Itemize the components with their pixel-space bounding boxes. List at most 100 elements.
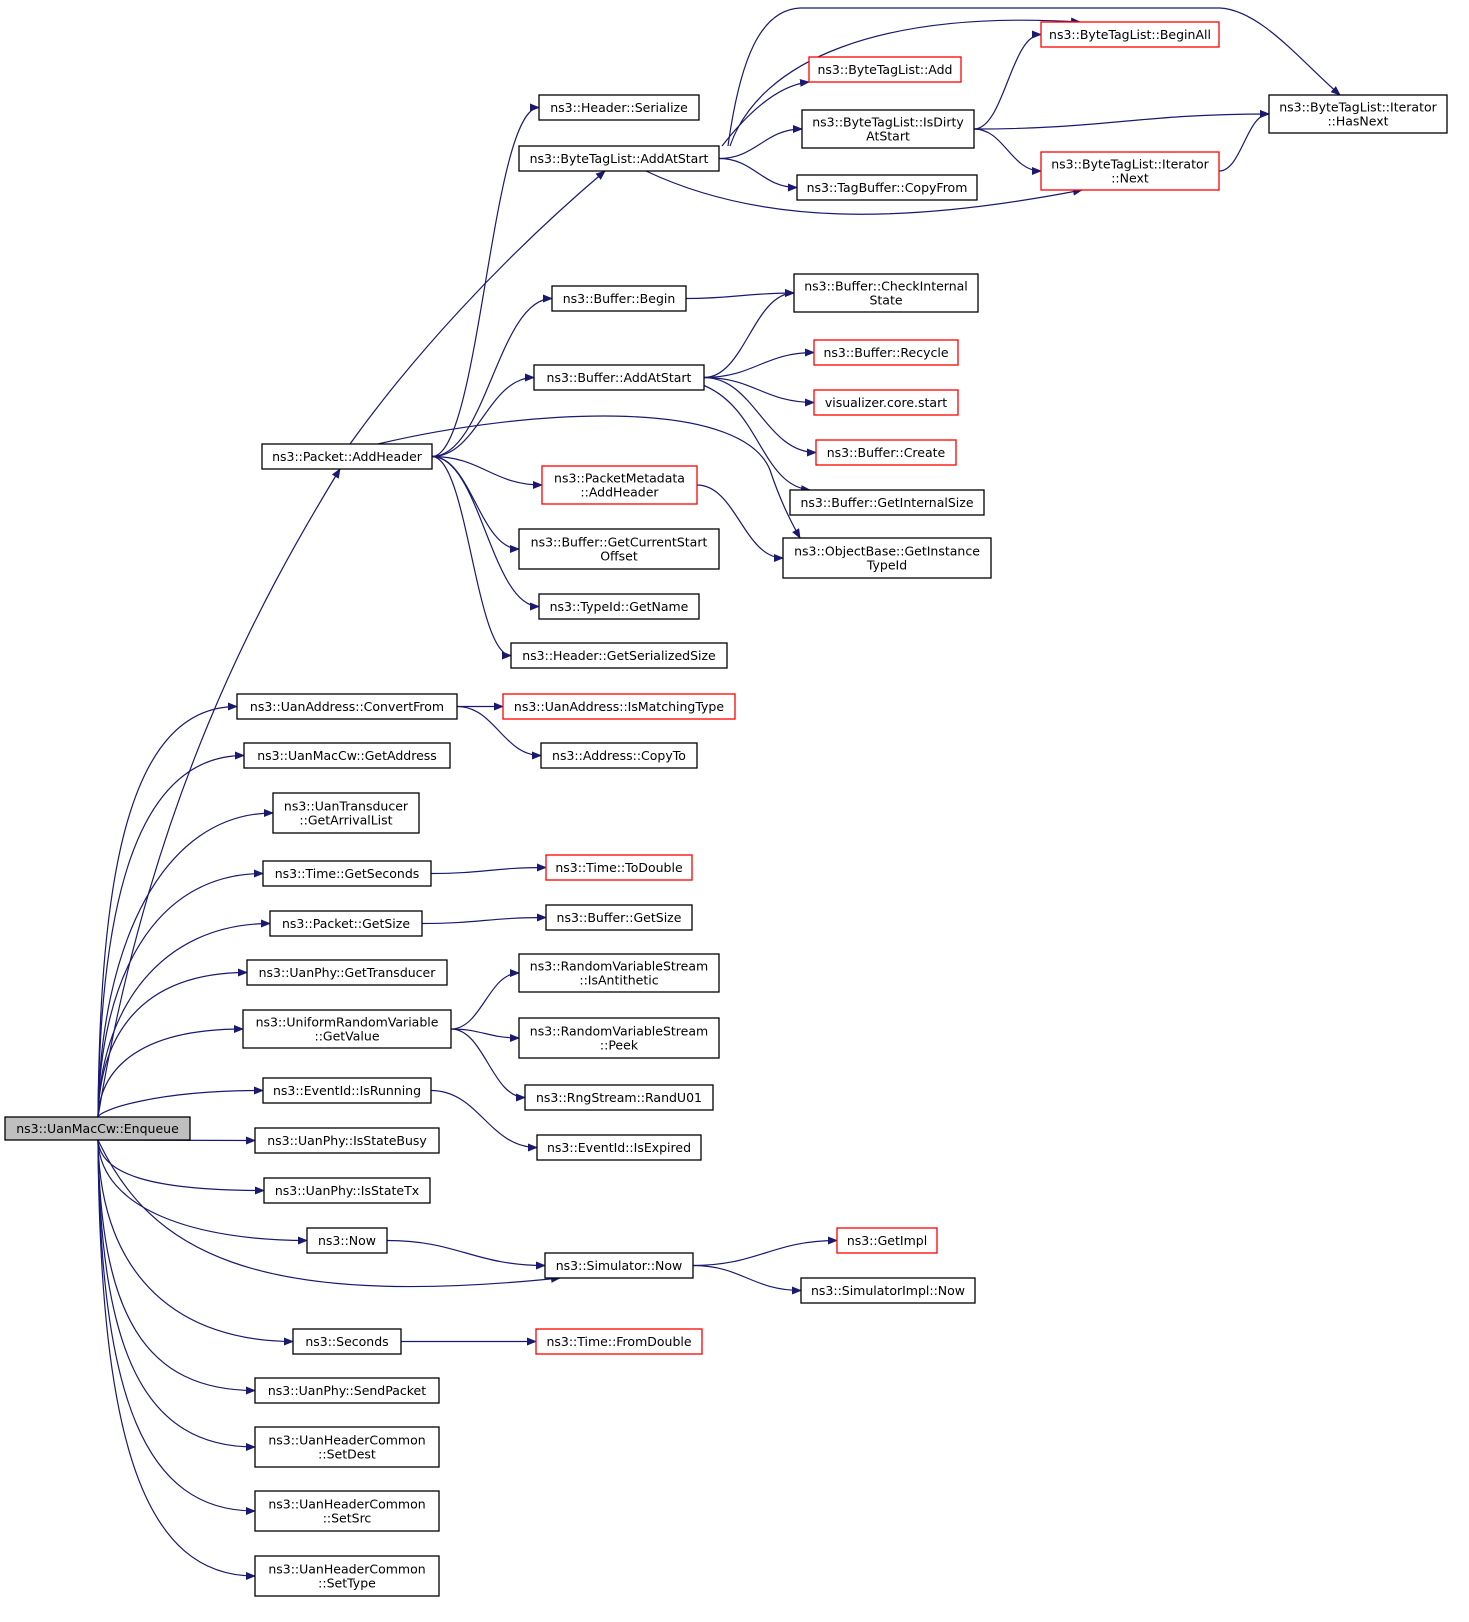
- node-label: ns3::Packet::GetSize: [282, 916, 410, 931]
- node-btlBeginAll[interactable]: ns3::ByteTagList::BeginAll: [1040, 21, 1220, 48]
- node-uanAddrConvertFrom[interactable]: ns3::UanAddress::ConvertFrom: [236, 693, 458, 720]
- node-eventIsExpired[interactable]: ns3::EventId::IsExpired: [536, 1134, 702, 1161]
- node-label: ns3::UanPhy::GetTransducer: [259, 965, 437, 980]
- node-headerGetSerializedSize[interactable]: ns3::Header::GetSerializedSize: [510, 642, 728, 669]
- node-btlAdd[interactable]: ns3::ByteTagList::Add: [808, 56, 962, 83]
- node-simImplNow[interactable]: ns3::SimulatorImpl::Now: [800, 1277, 976, 1304]
- node-timeGetSeconds[interactable]: ns3::Time::GetSeconds: [262, 860, 432, 887]
- edge-addHeader-to-headerGetSerializedSize: [431, 455, 512, 660]
- node-uanAddrIsMatchingType[interactable]: ns3::UanAddress::IsMatchingType: [502, 693, 736, 720]
- node-label: ::HasNext: [1327, 114, 1388, 129]
- edge-bufAddAtStart-to-bufRecycle: [703, 348, 815, 379]
- node-bufBegin[interactable]: ns3::Buffer::Begin: [551, 285, 687, 312]
- node-uniformGetValue[interactable]: ns3::UniformRandomVariable::GetValue: [242, 1009, 452, 1049]
- node-ns3Now[interactable]: ns3::Now: [306, 1227, 388, 1254]
- node-rngRandU01[interactable]: ns3::RngStream::RandU01: [524, 1084, 714, 1111]
- edge-bufAddAtStart-to-vizStart: [703, 376, 815, 407]
- node-box: [261, 443, 433, 470]
- node-box: [254, 1127, 440, 1154]
- node-label: AtStart: [866, 129, 910, 144]
- node-rvsPeek[interactable]: ns3::RandomVariableStream::Peek: [518, 1017, 720, 1059]
- node-box: [502, 693, 736, 720]
- node-bufCreate[interactable]: ns3::Buffer::Create: [815, 439, 957, 466]
- node-box: [518, 1017, 720, 1059]
- node-box: [551, 285, 687, 312]
- node-bufAddAtStart[interactable]: ns3::Buffer::AddAtStart: [533, 364, 705, 391]
- node-btlIterHasNext[interactable]: ns3::ByteTagList::Iterator::HasNext: [1268, 94, 1448, 134]
- node-box: [789, 489, 985, 516]
- edge-enqueue-to-uanPhySendPacket: [97, 1139, 256, 1395]
- edge-simNow-to-simImplNow: [692, 1264, 802, 1295]
- node-hdrSetType[interactable]: ns3::UanHeaderCommon::SetType: [254, 1555, 440, 1597]
- edge-btlIterNext-to-btlIterHasNext: [1218, 110, 1270, 172]
- node-uanPhySendPacket[interactable]: ns3::UanPhy::SendPacket: [254, 1377, 440, 1404]
- node-box: [262, 860, 432, 887]
- node-btlAddAtStart[interactable]: ns3::ByteTagList::AddAtStart: [518, 145, 720, 172]
- node-layer: ns3::UanMacCw::Enqueue ns3::Packet::AddHe…: [4, 21, 1448, 1597]
- node-addHeader[interactable]: ns3::Packet::AddHeader: [261, 443, 433, 470]
- edge-uniformGetValue-to-rvsPeek: [450, 1028, 520, 1042]
- node-pktMetaAddHeader[interactable]: ns3::PacketMetadata::AddHeader: [541, 465, 698, 505]
- node-label: ns3::Time::ToDouble: [555, 860, 683, 875]
- edge-enqueue-to-uanAddrConvertFrom: [97, 702, 238, 1118]
- edge-uniformGetValue-to-rvsIsAntithetic: [450, 969, 520, 1030]
- node-timeToDouble[interactable]: ns3::Time::ToDouble: [545, 854, 693, 881]
- edge-enqueue-to-uanTransGetArrivalList: [97, 809, 274, 1118]
- node-bufGetInternalSize[interactable]: ns3::Buffer::GetInternalSize: [789, 489, 985, 516]
- node-bufRecycle[interactable]: ns3::Buffer::Recycle: [813, 339, 959, 366]
- node-label: ns3::UanPhy::IsStateBusy: [267, 1133, 427, 1148]
- node-vizStart[interactable]: visualizer.core.start: [813, 389, 959, 416]
- node-typeIdGetName[interactable]: ns3::TypeId::GetName: [538, 593, 700, 620]
- node-label: ns3::RngStream::RandU01: [536, 1090, 702, 1105]
- node-timeFromDouble[interactable]: ns3::Time::FromDouble: [535, 1328, 703, 1355]
- node-label: ns3::ByteTagList::Iterator: [1051, 157, 1209, 172]
- edge-addHeader-to-bufBegin: [431, 294, 553, 458]
- node-getImpl[interactable]: ns3::GetImpl: [836, 1227, 938, 1254]
- node-label: TypeId: [866, 558, 907, 573]
- edge-enqueue-to-hdrSetDest: [97, 1139, 256, 1451]
- node-label: ::IsAntithetic: [579, 973, 658, 988]
- node-bufGetSize[interactable]: ns3::Buffer::GetSize: [545, 904, 693, 931]
- node-ns3Seconds[interactable]: ns3::Seconds: [292, 1328, 402, 1355]
- node-box: [1040, 21, 1220, 48]
- node-uanPhyGetTransducer[interactable]: ns3::UanPhy::GetTransducer: [246, 959, 448, 986]
- node-label: ns3::Header::Serialize: [550, 100, 688, 115]
- node-box: [801, 109, 975, 149]
- node-uanPhyIsStateTx[interactable]: ns3::UanPhy::IsStateTx: [263, 1177, 431, 1204]
- edge-bufAddAtStart-to-bufGetInternalSize: [699, 383, 811, 494]
- node-tagBufCopyFrom[interactable]: ns3::TagBuffer::CopyFrom: [796, 174, 978, 201]
- node-box: [836, 1227, 938, 1254]
- edge-enqueue-to-hdrSetType: [97, 1139, 256, 1580]
- node-headerSerialize[interactable]: ns3::Header::Serialize: [538, 94, 700, 121]
- node-label: ns3::UanHeaderCommon: [268, 1497, 425, 1512]
- node-hdrSetSrc[interactable]: ns3::UanHeaderCommon::SetSrc: [254, 1490, 440, 1532]
- node-label: ns3::ByteTagList::Add: [817, 62, 952, 77]
- node-box: [272, 792, 420, 834]
- edge-enqueue-to-uanPhyGetTransducer: [97, 968, 248, 1118]
- node-label: ns3::ByteTagList::IsDirty: [812, 115, 964, 130]
- edge-btlAddAtStart-to-btlBeginAll: [729, 17, 1081, 147]
- node-simNow[interactable]: ns3::Simulator::Now: [544, 1252, 694, 1279]
- node-addrCopyTo[interactable]: ns3::Address::CopyTo: [540, 742, 698, 769]
- node-enqueue[interactable]: ns3::UanMacCw::Enqueue: [4, 1116, 191, 1141]
- node-uanTransGetArrivalList[interactable]: ns3::UanTransducer::GetArrivalList: [272, 792, 420, 834]
- node-label: ns3::Address::CopyTo: [552, 748, 686, 763]
- node-eventIsRunning[interactable]: ns3::EventId::IsRunning: [262, 1077, 432, 1104]
- node-hdrSetDest[interactable]: ns3::UanHeaderCommon::SetDest: [254, 1426, 440, 1468]
- node-pktGetSize[interactable]: ns3::Packet::GetSize: [269, 910, 423, 937]
- node-uanPhyIsStateBusy[interactable]: ns3::UanPhy::IsStateBusy: [254, 1127, 440, 1154]
- edge-enqueue-to-uanMacCwGetAddress: [97, 751, 245, 1118]
- node-btlIterNext[interactable]: ns3::ByteTagList::Iterator::Next: [1040, 151, 1220, 191]
- node-label: ns3::Simulator::Now: [556, 1258, 683, 1273]
- node-uanMacCwGetAddress[interactable]: ns3::UanMacCw::GetAddress: [243, 742, 451, 769]
- node-rvsIsAntithetic[interactable]: ns3::RandomVariableStream::IsAntithetic: [518, 953, 720, 993]
- edge-enqueue-to-addHeader: [97, 468, 341, 1118]
- edge-ns3Now-to-simNow: [386, 1239, 546, 1270]
- node-box: [538, 593, 700, 620]
- node-box: [510, 642, 728, 669]
